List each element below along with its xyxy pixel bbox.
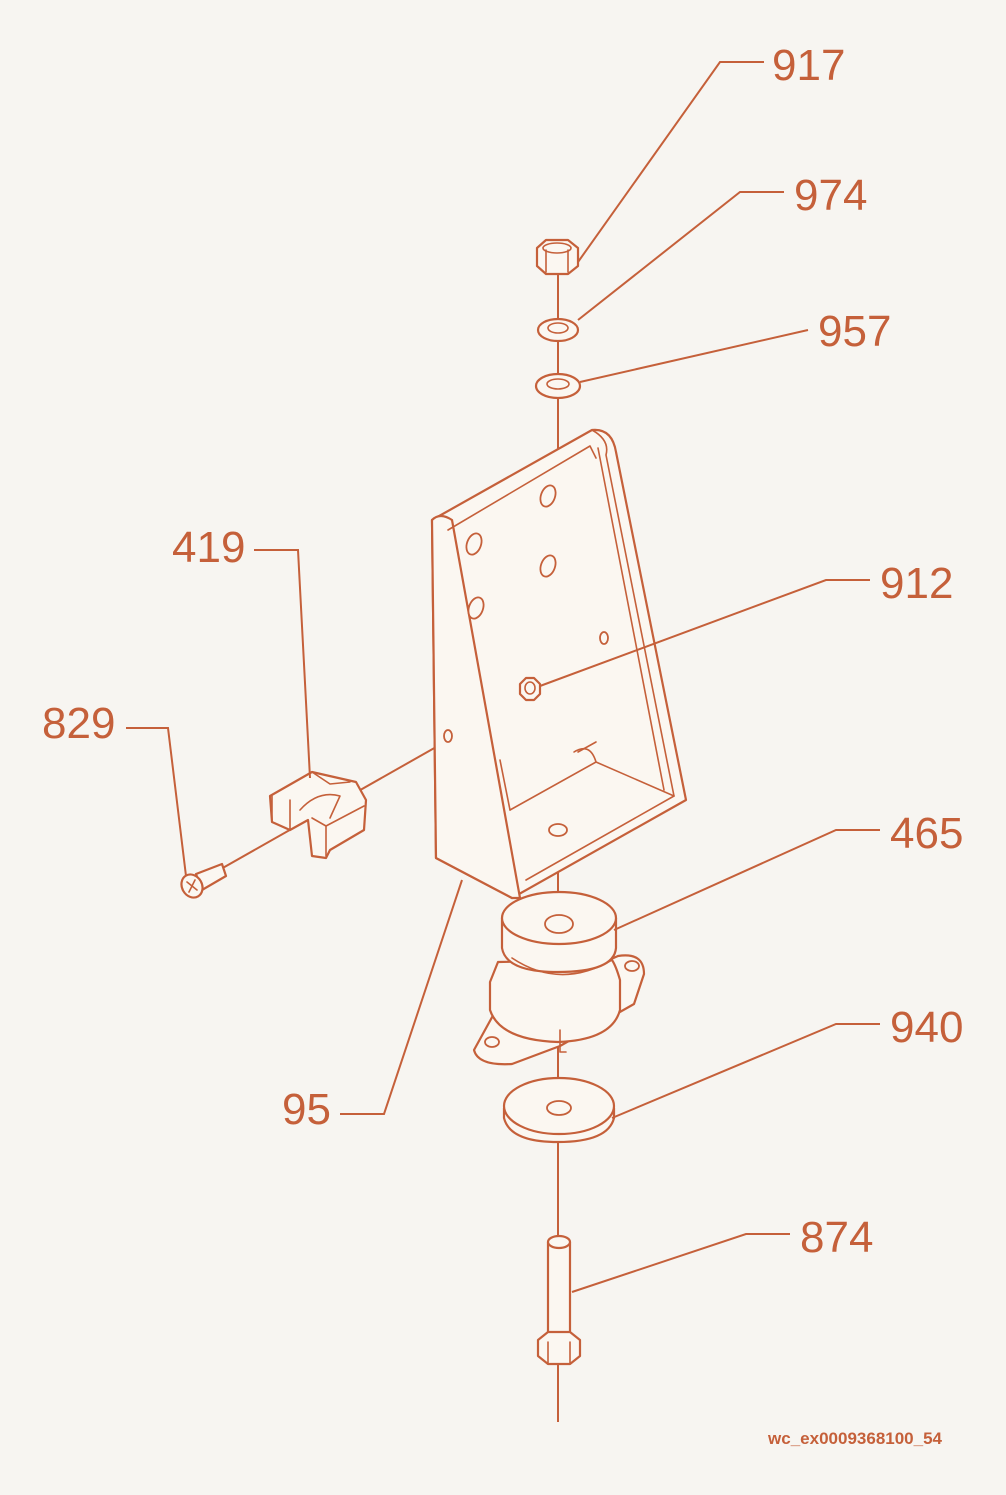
callout-95: 95 bbox=[282, 1085, 331, 1134]
screw-829 bbox=[180, 862, 228, 899]
callout-957: 957 bbox=[818, 307, 891, 356]
bracket-95 bbox=[430, 428, 688, 900]
small-nut-912 bbox=[518, 676, 542, 702]
callout-917: 917 bbox=[772, 41, 845, 90]
callout-912: 912 bbox=[880, 559, 953, 608]
leader-lines bbox=[126, 61, 880, 1293]
vibration-mount-465 bbox=[472, 890, 646, 1066]
callout-829: 829 bbox=[42, 699, 115, 748]
callout-874: 874 bbox=[800, 1213, 873, 1262]
callout-940: 940 bbox=[890, 1003, 963, 1052]
cable-clip-419 bbox=[268, 770, 368, 860]
bolt-874 bbox=[536, 1234, 582, 1366]
large-washer-940 bbox=[502, 1076, 616, 1144]
callout-419: 419 bbox=[172, 523, 245, 572]
lock-washer-974 bbox=[536, 317, 580, 343]
drawing-reference-code: wc_ex0009368100_54 bbox=[767, 1429, 942, 1448]
flat-washer-957 bbox=[534, 372, 582, 400]
callout-465: 465 bbox=[890, 809, 963, 858]
callout-974: 974 bbox=[794, 171, 867, 220]
hex-nut-917 bbox=[535, 238, 580, 276]
callout-labels: 917 974 957 419 912 829 465 95 940 874 bbox=[42, 41, 963, 1262]
